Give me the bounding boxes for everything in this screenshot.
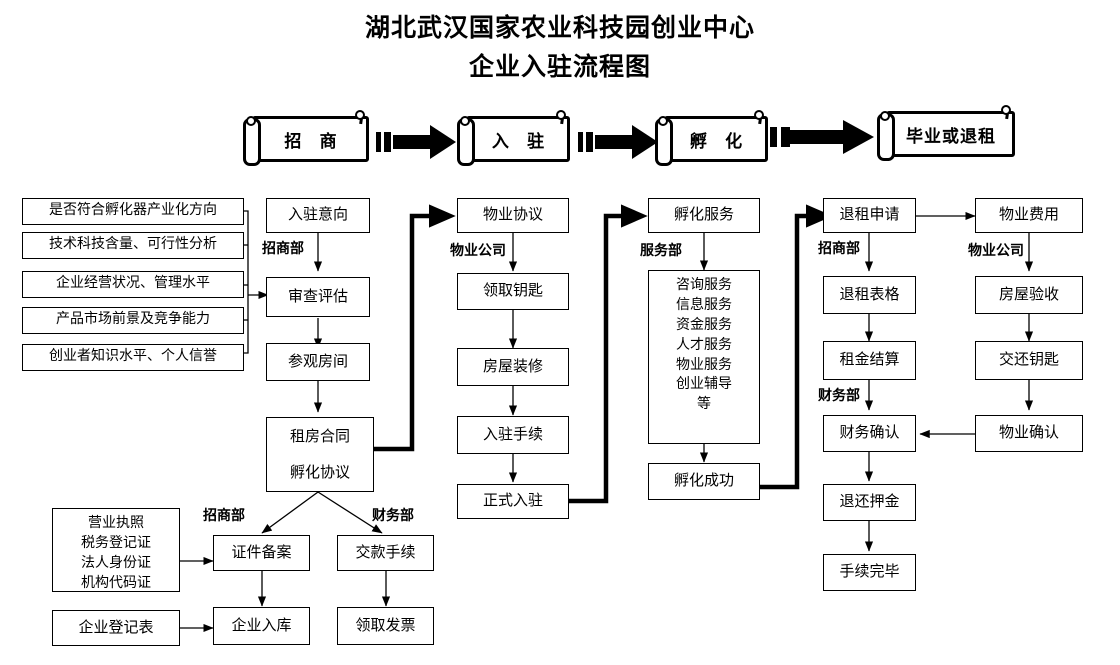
criteria-box-1[interactable]: 是否符合孵化器产业化方向	[22, 198, 244, 225]
banner-label: 孵 化	[689, 131, 750, 151]
banner-knob-right-icon	[754, 110, 764, 120]
step-exit-application[interactable]: 退租申请	[823, 198, 916, 233]
step-incubation-service[interactable]: 孵化服务	[648, 198, 760, 233]
step-move-in-procedures[interactable]: 入驻手续	[457, 416, 569, 454]
step-room-renovation[interactable]: 房屋装修	[457, 348, 569, 386]
step-incubation-success[interactable]: 孵化成功	[648, 463, 760, 500]
banner-knob-left-icon	[658, 116, 668, 126]
banner-knob-left-icon	[880, 111, 890, 121]
step-house-inspection[interactable]: 房屋验收	[975, 276, 1083, 314]
step-collect-invoice[interactable]: 领取发票	[337, 607, 434, 645]
step-collect-keys[interactable]: 领取钥匙	[457, 273, 569, 310]
banner-body: 毕业或退租	[886, 111, 1015, 157]
banner-move-in[interactable]: 入 驻	[452, 110, 572, 166]
dept-label-property-company: 物业公司	[450, 242, 506, 258]
dept-label-property-company-exit: 物业公司	[968, 242, 1024, 258]
registration-form-box[interactable]: 企业登记表	[52, 610, 180, 646]
step-lease-and-incubation-agreement[interactable]: 租房合同 孵化协议	[266, 417, 374, 492]
dept-label-finance-bottom: 财务部	[372, 507, 414, 523]
banner-knob-left-icon	[460, 116, 470, 126]
banner-body: 孵 化	[664, 116, 768, 162]
page-title-line2: 企业入驻流程图	[468, 54, 651, 81]
step-document-filing[interactable]: 证件备案	[213, 535, 310, 571]
banner-recruitment[interactable]: 招 商	[238, 110, 371, 166]
banner-arrow-3	[770, 120, 874, 154]
banner-knob-right-icon	[1001, 105, 1011, 115]
banner-body: 招 商	[252, 116, 369, 162]
banner-body: 入 驻	[466, 116, 570, 162]
dept-label-recruitment-exit: 招商部	[818, 240, 860, 256]
criteria-box-5[interactable]: 创业者知识水平、个人信誉	[22, 344, 244, 371]
banner-label: 入 驻	[491, 131, 552, 151]
step-enterprise-entry[interactable]: 企业入库	[213, 607, 310, 645]
banner-knob-right-icon	[556, 110, 566, 120]
step-review-assessment[interactable]: 审查评估	[266, 277, 370, 317]
step-move-in-intent[interactable]: 入驻意向	[266, 198, 370, 233]
step-procedures-completed[interactable]: 手续完毕	[823, 554, 916, 591]
banner-label: 招 商	[284, 131, 344, 151]
dept-label-finance-exit: 财务部	[818, 387, 860, 403]
step-payment-procedure[interactable]: 交款手续	[337, 535, 434, 571]
step-return-keys[interactable]: 交还钥匙	[975, 341, 1083, 380]
criteria-box-4[interactable]: 产品市场前景及竞争能力	[22, 307, 244, 334]
step-official-move-in[interactable]: 正式入驻	[457, 484, 569, 519]
banner-arrow-1	[376, 125, 456, 159]
step-visit-room[interactable]: 参观房间	[266, 343, 370, 381]
step-finance-confirmation[interactable]: 财务确认	[823, 415, 916, 452]
banner-knob-left-icon	[246, 116, 256, 126]
step-property-fee[interactable]: 物业费用	[975, 198, 1083, 233]
banner-graduate-or-exit[interactable]: 毕业或退租	[872, 105, 1017, 161]
criteria-box-2[interactable]: 技术科技含量、可行性分析	[22, 232, 244, 259]
step-property-agreement[interactable]: 物业协议	[457, 198, 569, 233]
banner-knob-right-icon	[355, 110, 365, 120]
banner-label: 毕业或退租	[906, 126, 996, 146]
criteria-box-3[interactable]: 企业经营状况、管理水平	[22, 271, 244, 298]
required-documents-box[interactable]: 营业执照 税务登记证 法人身份证 机构代码证	[52, 508, 180, 592]
banner-arrow-2	[578, 125, 658, 159]
step-refund-deposit[interactable]: 退还押金	[823, 484, 916, 521]
step-exit-form[interactable]: 退租表格	[823, 276, 916, 314]
dept-label-service-department: 服务部	[640, 242, 682, 258]
step-rent-settlement[interactable]: 租金结算	[823, 341, 916, 380]
dept-label-recruitment-bottom: 招商部	[203, 507, 245, 523]
service-list-box[interactable]: 咨询服务 信息服务 资金服务 人才服务 物业服务 创业辅导 等	[648, 270, 760, 444]
page-title-line1: 湖北武汉国家农业科技园创业中心	[364, 15, 755, 42]
banner-incubation[interactable]: 孵 化	[650, 110, 770, 166]
dept-label-recruitment-intent: 招商部	[262, 240, 304, 256]
step-property-confirmation[interactable]: 物业确认	[975, 415, 1083, 452]
